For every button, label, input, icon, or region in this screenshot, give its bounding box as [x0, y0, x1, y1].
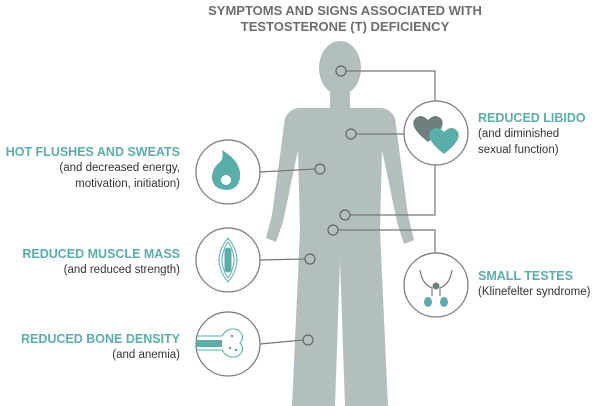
flame-icon [212, 150, 241, 190]
symptom-small-testes: SMALL TESTES (Klinefelter syndrome) [478, 268, 590, 300]
body-markers [302, 65, 357, 346]
symptom-hot-flushes: HOT FLUSHES AND SWEATS (and decreased ene… [6, 144, 180, 192]
symptom-heading: SMALL TESTES [478, 269, 573, 283]
title-line: SYMPTOMS AND SIGNS ASSOCIATED WITH [208, 3, 482, 18]
symptom-detail: (Klinefelter syndrome) [478, 286, 591, 298]
symptom-detail: (and diminished [478, 128, 560, 140]
symptom-muscle-mass: REDUCED MUSCLE MASS (and reduced strength… [22, 246, 180, 278]
hearts-icon [413, 116, 459, 154]
symptom-detail: motivation, initiation) [75, 178, 180, 190]
symptom-bone-density: REDUCED BONE DENSITY (and anemia) [21, 331, 180, 363]
symptom-detail: (and anemia) [112, 349, 180, 361]
testes-icon [419, 269, 453, 307]
symptom-detail: (and reduced strength) [63, 264, 180, 276]
connector-lines [259, 70, 436, 345]
symptom-detail: sexual function) [478, 144, 559, 156]
bone-icon [196, 328, 244, 358]
muscle-icon [218, 237, 238, 283]
symptom-detail: (and decreased energy, [59, 162, 180, 174]
symptom-heading: REDUCED MUSCLE MASS [22, 247, 180, 261]
symptom-heading: REDUCED LIBIDO [478, 111, 586, 125]
symptom-heading: REDUCED BONE DENSITY [20, 332, 180, 346]
symptom-libido: REDUCED LIBIDO (and diminished sexual func… [478, 110, 586, 158]
human-silhouette [266, 41, 414, 406]
symptom-heading: HOT FLUSHES AND SWEATS [5, 145, 180, 159]
title-line: TESTOSTERONE (T) DEFICIENCY [240, 19, 450, 34]
